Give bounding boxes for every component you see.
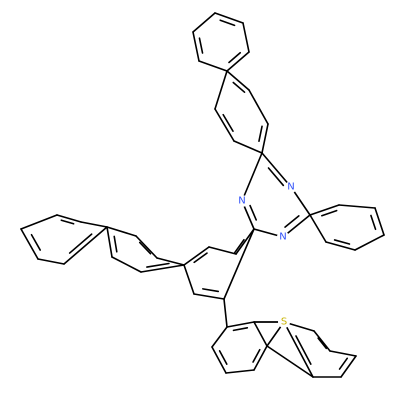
bz-double-0 — [233, 238, 245, 254]
phG-bond-4 — [37, 258, 65, 265]
dbtR-double-3 — [338, 357, 349, 370]
phG-bond-5 — [63, 226, 108, 265]
phF-bond-2 — [106, 226, 137, 237]
triaz-double-4 — [249, 204, 258, 221]
phF-bond-3 — [106, 226, 113, 258]
phB-double-2 — [258, 125, 263, 142]
phA-bond-1 — [242, 22, 250, 53]
phG-bond-2 — [20, 214, 58, 230]
phA-bond-4 — [192, 31, 200, 62]
atom-n2-label: N — [287, 182, 294, 193]
phF-double-1 — [138, 241, 152, 255]
dbtL-double-0 — [232, 327, 249, 332]
triaz-double-0 — [267, 167, 285, 187]
bz-bond-4 — [193, 293, 225, 300]
phD-bond-1 — [338, 204, 376, 209]
dbtL-bond-0 — [226, 321, 255, 328]
phA-double-4 — [198, 37, 204, 54]
phD-bond-4 — [325, 241, 356, 251]
dbtL-bond-2 — [253, 345, 268, 371]
bond-lines — [20, 12, 385, 378]
phB-double-4 — [222, 113, 234, 132]
dbtR-bond-5 — [283, 321, 314, 378]
dbtR-double-5 — [295, 335, 312, 365]
phG-bond-3 — [20, 228, 39, 260]
link-bond-5 — [223, 298, 228, 328]
triaz-double-2 — [284, 215, 300, 228]
dbtR-bond-3 — [340, 355, 357, 378]
bz-bond-0 — [235, 228, 255, 255]
phA-double-2 — [228, 51, 242, 64]
bz-bond-3 — [183, 264, 195, 295]
phG-bond-1 — [56, 214, 82, 223]
phD-bond-5 — [309, 214, 327, 243]
phA-bond-5 — [192, 12, 216, 33]
phB-bond-1 — [248, 89, 269, 125]
phA-bond-3 — [198, 60, 228, 72]
bz-bond-1 — [208, 246, 237, 255]
triaz-bond-5 — [241, 152, 263, 202]
dbtL-double-2 — [252, 348, 261, 363]
phF-bond-0 — [156, 257, 185, 266]
atom-n1-label: N — [238, 196, 245, 207]
phD-double-0 — [321, 209, 338, 217]
phB-bond-0 — [226, 70, 250, 91]
phF-double-5 — [146, 262, 170, 268]
phG-double-5 — [68, 233, 93, 254]
triaz-bond-0 — [261, 152, 292, 188]
atom-labels: N N N S — [236, 181, 297, 328]
bz-bond-2 — [183, 246, 210, 266]
atom-n1: N — [236, 195, 248, 207]
atom-n2: N — [285, 181, 297, 193]
phF-bond-5 — [140, 264, 185, 273]
phB-bond-5 — [214, 70, 228, 110]
atom-n3: N — [277, 231, 289, 243]
atom-s1-label: S — [281, 317, 287, 328]
phD-bond-2 — [374, 207, 385, 236]
dbtL-bond-4 — [211, 346, 227, 374]
phG-double-3 — [30, 233, 42, 251]
dbtL-bond-5 — [211, 326, 228, 348]
bz-bond-5 — [223, 228, 255, 300]
atom-n3-label: N — [279, 232, 286, 243]
dbtL-bond-3 — [225, 369, 255, 374]
phB-bond-3 — [233, 140, 263, 154]
phB-double-0 — [232, 81, 246, 93]
dbtR-bond-1 — [313, 330, 331, 352]
phA-bond-0 — [214, 12, 244, 24]
phA-bond-2 — [226, 51, 250, 72]
dbtR-bond-2 — [329, 350, 357, 357]
bz-double-4 — [202, 288, 220, 293]
link-bond-7 — [266, 345, 314, 378]
dbtL-double-4 — [218, 350, 228, 365]
phD-bond-0 — [309, 204, 340, 216]
phB-bond-2 — [261, 123, 269, 154]
phD-bond-3 — [354, 234, 385, 251]
phD-double-2 — [370, 214, 377, 231]
phD-double-4 — [333, 239, 351, 245]
phF-double-3 — [113, 235, 118, 253]
bz-double-2 — [193, 252, 208, 264]
phG-bond-0 — [80, 221, 108, 228]
phA-double-0 — [219, 19, 236, 27]
phF-bond-4 — [111, 256, 142, 273]
dbtR-double-1 — [317, 337, 328, 350]
phF-bond-1 — [135, 235, 158, 259]
atom-s1: S — [278, 316, 290, 328]
dbtL-bond-1 — [253, 321, 268, 347]
phB-bond-4 — [214, 108, 235, 142]
phG-double-1 — [60, 219, 75, 225]
